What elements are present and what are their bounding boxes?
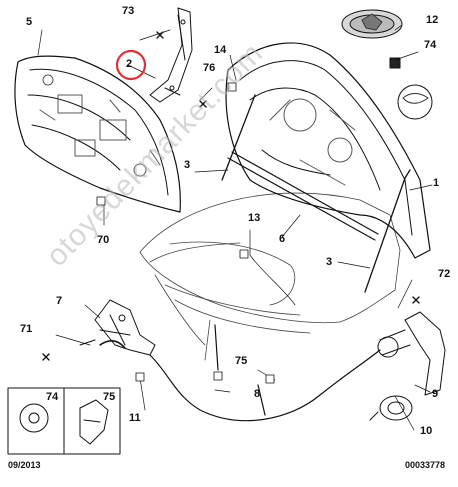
emblem-part <box>341 9 403 39</box>
callout-1: 1 <box>433 177 440 189</box>
callout-12: 12 <box>426 14 439 26</box>
callout-74-top: 74 <box>424 39 437 51</box>
callout-11: 11 <box>129 412 141 424</box>
callout-10: 10 <box>420 425 433 437</box>
callout-75-inset: 75 <box>103 391 116 403</box>
gas-struts <box>221 94 411 293</box>
callout-3-right: 3 <box>326 256 333 268</box>
callout-8: 8 <box>254 388 261 400</box>
prop-rod <box>227 151 379 241</box>
callout-3-left: 3 <box>184 159 191 171</box>
footer-reference: 00033778 <box>405 460 446 470</box>
callout-73: 73 <box>122 5 135 17</box>
callout-6: 6 <box>279 233 286 245</box>
callout-71: 71 <box>20 323 33 335</box>
hood-hinge <box>149 7 193 103</box>
callout-5: 5 <box>26 16 33 28</box>
highlight-ring <box>115 49 147 81</box>
hood-latch <box>79 299 156 356</box>
fixing-markers <box>42 31 420 361</box>
leader-lines <box>37 24 433 431</box>
release-handle <box>377 311 446 396</box>
square-markers <box>96 82 275 384</box>
detail-circle <box>397 84 433 120</box>
grommet-part <box>369 395 413 421</box>
callout-74-inset: 74 <box>46 391 59 403</box>
callout-7: 7 <box>56 295 63 307</box>
callout-13: 13 <box>248 212 261 224</box>
callout-75-mid: 75 <box>235 355 248 367</box>
release-cable <box>149 324 381 422</box>
callout-14: 14 <box>214 44 227 56</box>
hood-inner-panel <box>14 55 181 213</box>
callout-2: 2 <box>126 58 133 70</box>
inset-box <box>7 387 121 455</box>
footer-date: 09/2013 <box>8 460 41 470</box>
clip-74-marker <box>389 57 401 69</box>
hood-panel <box>225 42 431 259</box>
car-body-outline <box>139 192 401 361</box>
callout-72: 72 <box>438 268 451 280</box>
callout-9: 9 <box>432 388 439 400</box>
callout-76: 76 <box>203 62 216 74</box>
callout-70: 70 <box>97 234 110 246</box>
